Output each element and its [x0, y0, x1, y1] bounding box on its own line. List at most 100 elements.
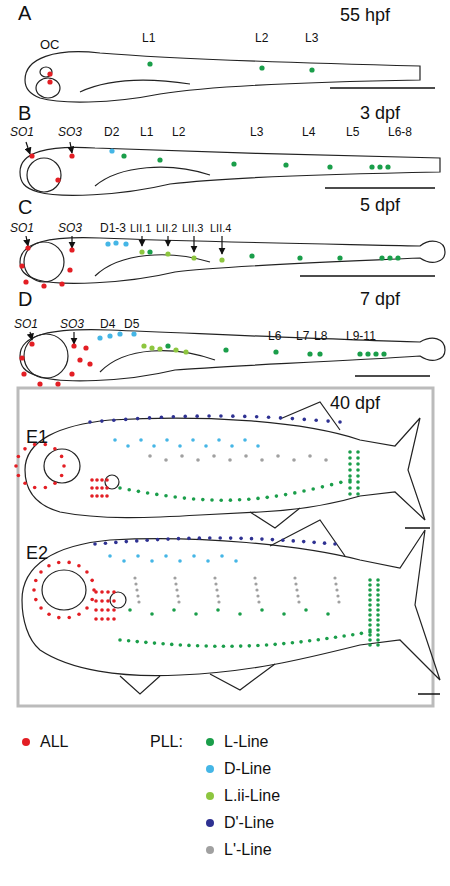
- neuromast-dot: [152, 444, 156, 448]
- neuromast-dot: [206, 559, 210, 563]
- neuromast-dot: [297, 600, 300, 603]
- neuromast-dot: [127, 488, 131, 492]
- neuromast-dot: [112, 590, 116, 594]
- neuromast-dot: [239, 644, 243, 648]
- neuromast-dot: [326, 419, 330, 423]
- panel-label: B: [18, 102, 31, 124]
- neuromast-dot: [153, 641, 157, 645]
- neuromast-dot: [210, 498, 214, 502]
- neuromast-dot: [302, 540, 306, 544]
- neuromast-dot: [117, 331, 122, 336]
- neuromast-dot: [183, 349, 188, 354]
- neuromast-dot: [293, 491, 297, 495]
- neuromast-dot: [295, 588, 298, 591]
- legend-text: D-Line: [224, 760, 271, 778]
- neuromast-dot: [348, 456, 352, 460]
- neuromast-dot: [136, 417, 140, 421]
- neuromast-dot: [17, 455, 21, 459]
- legend-text: L.ii-Line: [224, 787, 280, 805]
- neuromast-dot: [376, 638, 380, 642]
- neuromast-dot: [376, 633, 380, 637]
- neuromast-label: L9-11: [346, 330, 376, 343]
- neuromast-dot: [335, 588, 338, 591]
- neuromast-dot: [77, 564, 81, 568]
- neuromast-label: D5: [124, 318, 139, 331]
- neuromast-dot: [238, 498, 242, 502]
- neuromast-dot: [385, 164, 390, 169]
- neuromast-dot: [276, 454, 280, 458]
- neuromast-dot: [229, 498, 233, 502]
- legend-text: D'-Line: [224, 814, 274, 832]
- neuromast-label: D2: [104, 126, 119, 139]
- neuromast-dot: [216, 594, 219, 597]
- neuromast-dot: [356, 456, 360, 460]
- neuromast-dot: [34, 579, 38, 583]
- neuromast-label: LII.2: [156, 222, 177, 234]
- neuromast-dot: [368, 623, 372, 627]
- neuromast-dot: [342, 634, 346, 638]
- neuromast-dot: [282, 642, 286, 646]
- neuromast-dot: [160, 416, 164, 420]
- neuromast-dot: [88, 420, 92, 424]
- neuromast-dot: [33, 486, 37, 490]
- neuromast-dot: [356, 480, 360, 484]
- neuromast-dot: [122, 559, 126, 563]
- neuromast-dot: [201, 498, 205, 502]
- neuromast-dot: [180, 454, 184, 458]
- legend-swatch: [206, 846, 214, 854]
- neuromast-dot: [256, 644, 260, 648]
- neuromast-dot: [260, 608, 264, 612]
- neuromast-dot: [368, 603, 372, 607]
- neuromast-dot: [325, 637, 329, 641]
- neuromast-dot: [327, 164, 332, 169]
- neuromast-label: OC: [40, 38, 60, 52]
- neuromast-dot: [90, 579, 94, 583]
- neuromast-dot: [368, 598, 372, 602]
- legend-row: L-Line: [206, 733, 268, 751]
- neuromast-label: LII.4: [210, 222, 231, 234]
- neuromast-dot: [336, 594, 339, 597]
- neuromast-dot: [265, 643, 269, 647]
- neuromast-dot: [196, 644, 200, 648]
- legend-text: ALL: [40, 733, 68, 751]
- legend-swatch: [206, 792, 214, 800]
- neuromast-dot: [223, 347, 228, 352]
- neuromast-dot: [334, 582, 337, 585]
- neuromast-dot: [368, 578, 372, 582]
- neuromast-dot: [165, 251, 170, 256]
- neuromast-dot: [19, 263, 24, 268]
- neuromast-dot: [238, 612, 242, 616]
- neuromast-dot: [234, 559, 238, 563]
- neuromast-dot: [90, 478, 94, 482]
- neuromast-dot: [218, 536, 222, 540]
- neuromast-dot: [256, 497, 260, 501]
- neuromast-dot: [141, 343, 146, 348]
- neuromast-dot: [85, 606, 89, 610]
- neuromast-dot: [127, 639, 131, 643]
- panel-label: 40 dpf: [330, 394, 380, 414]
- neuromast-dot: [179, 643, 183, 647]
- neuromast-dot: [283, 162, 288, 167]
- neuromast-dot: [284, 493, 288, 497]
- neuromast-dot: [118, 638, 122, 642]
- neuromast-dot: [230, 444, 234, 448]
- neuromast-dot: [293, 576, 296, 579]
- neuromast-dot: [77, 357, 82, 362]
- neuromast-dot: [94, 608, 98, 612]
- panel-label: D: [18, 288, 32, 310]
- neuromast-dot: [32, 588, 36, 592]
- neuromast-dot: [337, 255, 342, 260]
- neuromast-dot: [29, 341, 34, 346]
- neuromast-dot: [25, 245, 30, 250]
- neuromast-dot: [333, 576, 336, 579]
- neuromast-label: SO1: [14, 318, 38, 331]
- neuromast-dot: [67, 267, 72, 272]
- neuromast-dot: [139, 249, 144, 254]
- neuromast-dot: [260, 458, 264, 462]
- neuromast-dot: [314, 418, 318, 422]
- neuromast-dot: [321, 485, 325, 489]
- neuromast-dot: [279, 416, 283, 420]
- neuromast-dot: [55, 177, 60, 182]
- legend-swatch: [206, 765, 214, 773]
- neuromast-dot: [150, 559, 154, 563]
